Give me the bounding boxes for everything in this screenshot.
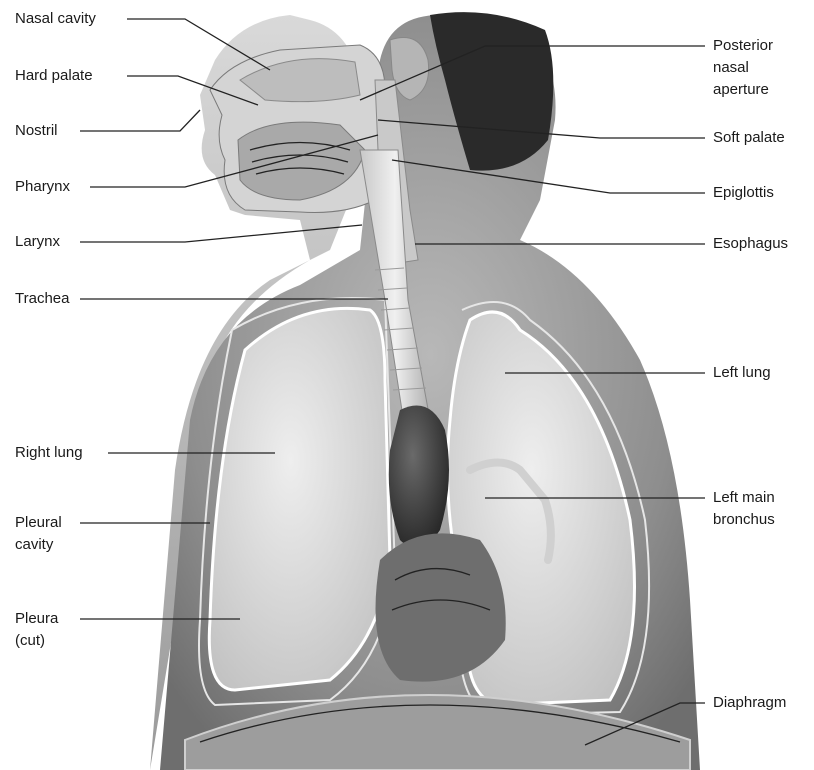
label-pharynx: Pharynx [15, 176, 70, 198]
label-left-main-bronchus: Left main bronchus [713, 487, 775, 531]
label-soft-palate: Soft palate [713, 127, 785, 149]
label-epiglottis: Epiglottis [713, 182, 774, 204]
abdomen-shape [376, 533, 506, 681]
label-pleura-cut-line1: Pleura [15, 608, 58, 630]
label-posterior-nasal-aperture: Posterior nasal aperture [713, 35, 773, 101]
label-left-lung: Left lung [713, 362, 771, 384]
label-esophagus: Esophagus [713, 233, 788, 255]
heart-shape [389, 406, 449, 549]
leader-nostril [80, 110, 200, 131]
label-nostril: Nostril [15, 120, 58, 142]
label-pleural-cavity-line1: Pleural [15, 512, 62, 534]
label-left-main-bronchus-line1: Left main [713, 487, 775, 509]
label-pleural-cavity-line2: cavity [15, 534, 62, 556]
label-posterior-nasal-aperture-line2: nasal [713, 57, 773, 79]
label-posterior-nasal-aperture-line3: aperture [713, 79, 773, 101]
label-larynx: Larynx [15, 231, 60, 253]
label-posterior-nasal-aperture-line1: Posterior [713, 35, 773, 57]
label-right-lung: Right lung [15, 442, 83, 464]
label-trachea: Trachea [15, 288, 69, 310]
label-left-main-bronchus-line2: bronchus [713, 509, 775, 531]
label-pleural-cavity: Pleural cavity [15, 512, 62, 556]
label-pleura-cut: Pleura (cut) [15, 608, 58, 652]
label-diaphragm: Diaphragm [713, 692, 786, 714]
label-pleura-cut-line2: (cut) [15, 630, 58, 652]
label-hard-palate: Hard palate [15, 65, 93, 87]
label-nasal-cavity: Nasal cavity [15, 8, 96, 30]
